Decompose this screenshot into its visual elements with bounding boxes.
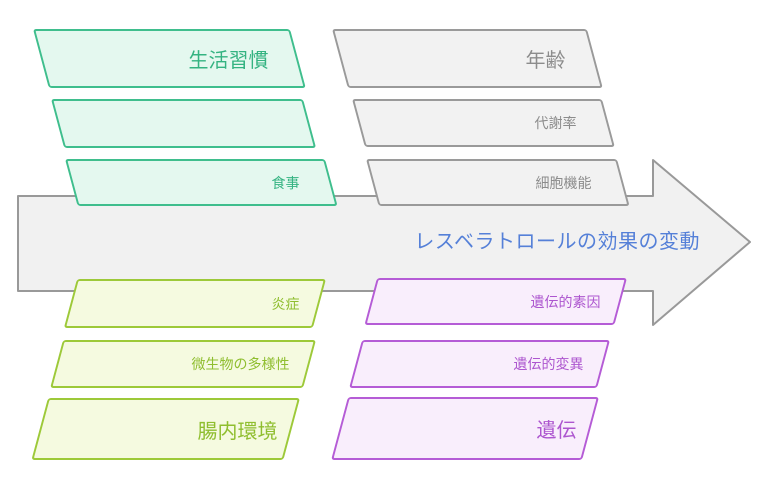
node-age: 年齢 <box>332 29 603 88</box>
node-cell-function-label: 細胞機能 <box>535 174 592 191</box>
node-microbial-diversity-label: 微生物の多様性 <box>191 356 290 372</box>
node-metabolic-rate: 代謝率 <box>352 99 615 147</box>
node-cell-function: 細胞機能 <box>366 159 630 206</box>
node-microbial-diversity: 微生物の多様性 <box>50 340 317 388</box>
node-heredity: 遺伝 <box>331 397 599 460</box>
node-genetic-variation: 遺伝的変異 <box>349 340 610 388</box>
node-genetic-predisposition-label: 遺伝的素因 <box>530 293 601 310</box>
node-genetic-variation-label: 遺伝的変異 <box>513 356 584 372</box>
node-metabolic-rate-label: 代謝率 <box>534 115 577 131</box>
node-inflammation-label: 炎症 <box>271 295 300 312</box>
node-lifestyle: 生活習慣 <box>33 29 306 88</box>
node-diet: 食事 <box>65 159 338 206</box>
node-lifestyle-label: 生活習慣 <box>188 50 269 72</box>
node-gut-environment-label: 腸内環境 <box>197 420 278 443</box>
node-lifestyle-blank <box>51 99 317 148</box>
node-diet-label: 食事 <box>271 174 300 191</box>
node-gut-environment: 腸内環境 <box>31 398 301 460</box>
node-age-label: 年齢 <box>525 50 566 72</box>
node-heredity-label: 遺伝 <box>536 420 577 442</box>
node-genetic-predisposition: 遺伝的素因 <box>364 278 627 325</box>
arrow-title: レスベラトロールの効果の変動 <box>414 231 700 253</box>
node-lifestyle-blank-label <box>54 101 302 146</box>
node-inflammation: 炎症 <box>63 279 327 328</box>
